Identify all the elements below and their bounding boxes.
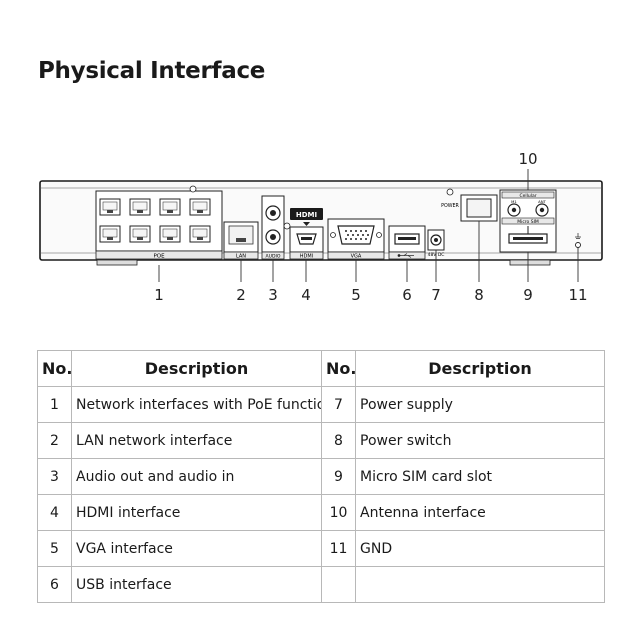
column-header-description: Description xyxy=(71,350,322,387)
row-description: Power supply xyxy=(355,386,605,423)
hdmi-logo xyxy=(290,208,323,220)
table-header-row: No. Description No. Description xyxy=(37,350,605,387)
poe-port xyxy=(99,225,121,243)
table-row: 5 VGA interface 11 GND xyxy=(37,530,605,567)
row-description: VGA interface xyxy=(71,530,322,567)
column-header-no: No. xyxy=(321,350,356,387)
page-title: Physical Interface xyxy=(38,58,266,84)
micro-sim-label: Micro SIM xyxy=(517,219,539,225)
rear-panel-diagram: POE LAN AUDIO HDMI HDMI xyxy=(39,150,603,304)
power-switch: POWER xyxy=(441,188,498,222)
row-description: GND xyxy=(355,530,605,567)
row-description: LAN network interface xyxy=(71,422,322,459)
lan-port: LAN xyxy=(223,221,259,260)
row-number: 8 xyxy=(321,422,356,459)
row-number: 10 xyxy=(321,494,356,531)
cellular-label: Cellular xyxy=(519,193,536,199)
row-number: 6 xyxy=(37,566,72,603)
screw-icon xyxy=(189,185,197,193)
antenna-1-label: M1 xyxy=(511,199,517,204)
poe-port xyxy=(159,198,181,216)
screw-icon xyxy=(283,222,291,230)
poe-port xyxy=(129,225,151,243)
row-description: Audio out and audio in xyxy=(71,458,322,495)
audio-ports: AUDIO xyxy=(261,195,285,260)
callout-3: 3 xyxy=(268,286,278,304)
callout-4: 4 xyxy=(301,286,311,304)
row-description: HDMI interface xyxy=(71,494,322,531)
lan-label: LAN xyxy=(236,254,246,260)
row-number: 3 xyxy=(37,458,72,495)
row-description: Power switch xyxy=(355,422,605,459)
poe-port xyxy=(129,198,151,216)
usb-icon xyxy=(397,253,414,258)
row-number: 5 xyxy=(37,530,72,567)
row-description: Micro SIM card slot xyxy=(355,458,605,495)
ground-icon xyxy=(575,233,581,239)
poe-port-group: POE xyxy=(95,190,223,260)
audio-label: AUDIO xyxy=(265,254,280,260)
hdmi-label: HDMI xyxy=(300,254,313,260)
row-number: 9 xyxy=(321,458,356,495)
usb-port xyxy=(388,225,426,260)
interface-table: No. Description No. Description 1 Networ… xyxy=(37,350,605,603)
row-description xyxy=(355,566,605,603)
row-number: 2 xyxy=(37,422,72,459)
table-row: 6 USB interface xyxy=(37,566,605,603)
row-number: 4 xyxy=(37,494,72,531)
poe-port xyxy=(159,225,181,243)
gnd-terminal xyxy=(575,233,581,248)
vga-label: VGA xyxy=(351,254,362,260)
foot-left xyxy=(96,259,138,266)
column-header-description: Description xyxy=(355,350,605,387)
row-number xyxy=(321,566,356,603)
callout-9: 9 xyxy=(523,286,533,304)
callout-5: 5 xyxy=(351,286,361,304)
table-row: 1 Network interfaces with PoE function 7… xyxy=(37,386,605,423)
power-label: POWER xyxy=(441,203,459,209)
cellular-module: Cellular M1 ANT Micro SIM xyxy=(499,189,557,253)
vga-port: VGA xyxy=(327,218,385,260)
row-description: USB interface xyxy=(71,566,322,603)
poe-port xyxy=(189,225,211,243)
table-row: 2 LAN network interface 8 Power switch xyxy=(37,422,605,459)
row-description: Network interfaces with PoE function xyxy=(71,386,322,423)
table-row: 3 Audio out and audio in 9 Micro SIM car… xyxy=(37,458,605,495)
table-row: 4 HDMI interface 10 Antenna interface xyxy=(37,494,605,531)
screw-icon xyxy=(446,188,454,196)
poe-label: POE xyxy=(153,254,165,260)
hdmi-port: HDMI HDMI xyxy=(289,208,324,260)
row-description: Antenna interface xyxy=(355,494,605,531)
antenna-2-label: ANT xyxy=(538,199,546,204)
callout-2: 2 xyxy=(236,286,246,304)
row-number: 1 xyxy=(37,386,72,423)
callout-7: 7 xyxy=(431,286,441,304)
row-number: 7 xyxy=(321,386,356,423)
callout-1: 1 xyxy=(154,286,164,304)
foot-right xyxy=(509,259,551,266)
callout-10: 10 xyxy=(518,150,537,168)
callout-8: 8 xyxy=(474,286,484,304)
callout-6: 6 xyxy=(402,286,412,304)
row-number: 11 xyxy=(321,530,356,567)
hdmi-logo-text: HDMI xyxy=(296,211,317,219)
poe-port xyxy=(189,198,211,216)
poe-port xyxy=(99,198,121,216)
callout-11: 11 xyxy=(568,286,587,304)
column-header-no: No. xyxy=(37,350,72,387)
